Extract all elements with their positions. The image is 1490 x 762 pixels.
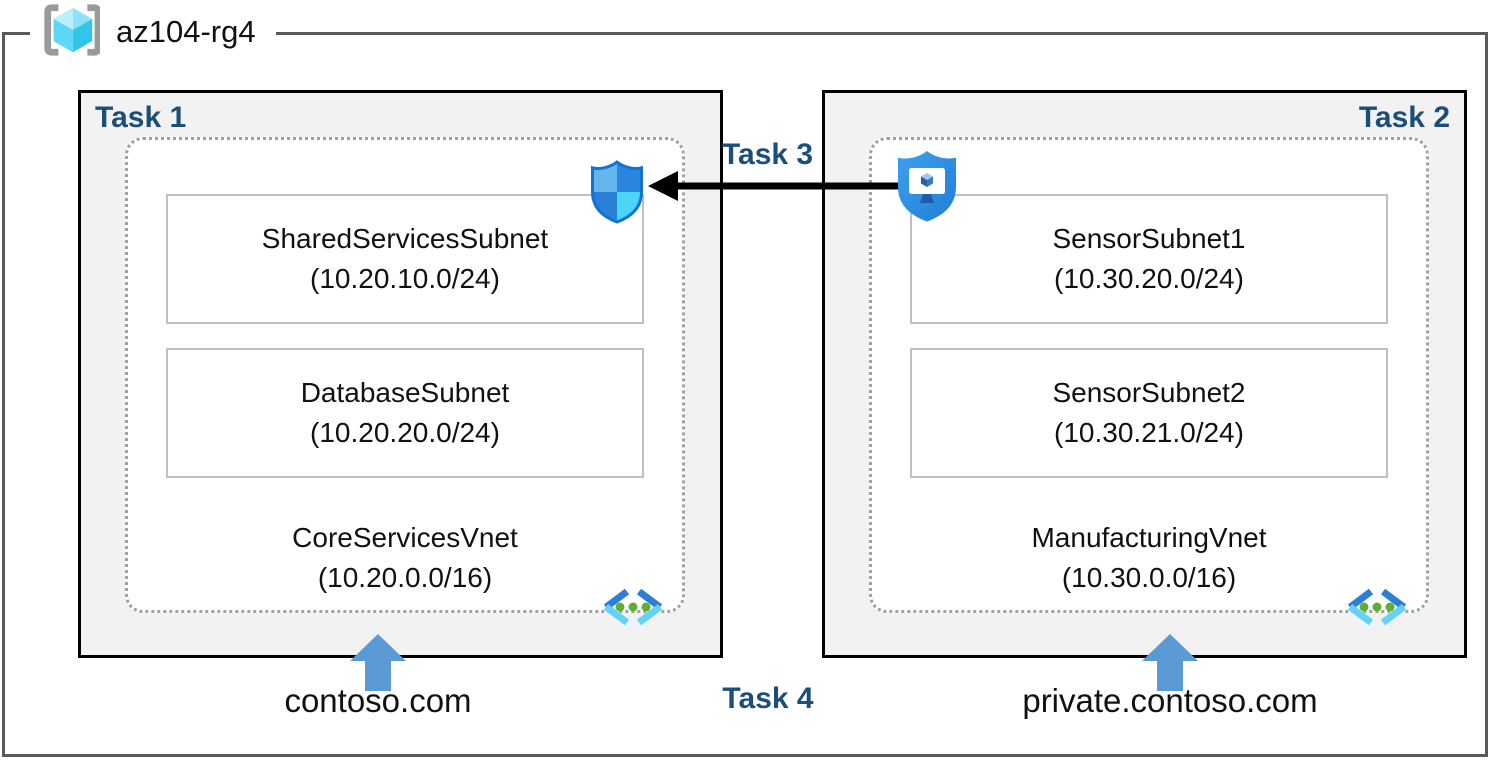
up-arrow-icon [348,634,408,692]
sensor-subnet2-box: SensorSubnet2 (10.30.21.0/24) [910,348,1388,478]
subnet-name: SensorSubnet2 [1052,377,1246,408]
up-arrow-icon [1140,634,1200,692]
manufacturing-vnet-label: ManufacturingVnet (10.30.0.0/16) [872,518,1426,598]
core-services-vnet-label: CoreServicesVnet (10.20.0.0/16) [128,518,682,598]
resource-group-frame [2,32,1488,757]
vnet-cidr: (10.30.0.0/16) [1061,562,1237,593]
resource-group-icon [38,1,102,64]
subnet-name: SensorSubnet1 [1052,223,1246,254]
subnet-cidr: (10.20.10.0/24) [310,263,500,294]
network-security-group-icon [590,159,644,225]
database-subnet-box: DatabaseSubnet (10.20.20.0/24) [166,348,644,478]
application-security-group-icon [896,149,958,226]
resource-group-name: az104-rg4 [116,14,256,49]
task3-label: Task 3 [721,138,814,171]
core-services-vnet-container: SharedServicesSubnet (10.20.10.0/24) Dat… [125,137,685,626]
vnet-cidr: (10.20.0.0/16) [317,562,493,593]
subnet-name: DatabaseSubnet [300,377,510,408]
subnet-cidr: (10.30.20.0/24) [1054,263,1244,294]
subnet-cidr: (10.30.21.0/24) [1054,417,1244,448]
manufacturing-vnet-container: SensorSubnet1 (10.30.20.0/24) SensorSubn… [869,137,1429,626]
virtual-network-icon [600,588,666,626]
shared-services-subnet-box: SharedServicesSubnet (10.20.10.0/24) [166,194,644,324]
task1-label: Task 1 [95,101,187,134]
vnet-name: ManufacturingVnet [1031,522,1267,553]
virtual-network-icon [1344,588,1410,626]
resource-group-header: az104-rg4 [30,0,276,64]
task4-label: Task 4 [722,682,814,715]
left-arrow-connector [648,168,900,204]
sensor-subnet1-box: SensorSubnet1 (10.30.20.0/24) [910,194,1388,324]
subnet-name: SharedServicesSubnet [261,223,549,254]
task2-label: Task 2 [1358,101,1450,134]
subnet-cidr: (10.20.20.0/24) [310,417,500,448]
vnet-name: CoreServicesVnet [292,522,518,553]
